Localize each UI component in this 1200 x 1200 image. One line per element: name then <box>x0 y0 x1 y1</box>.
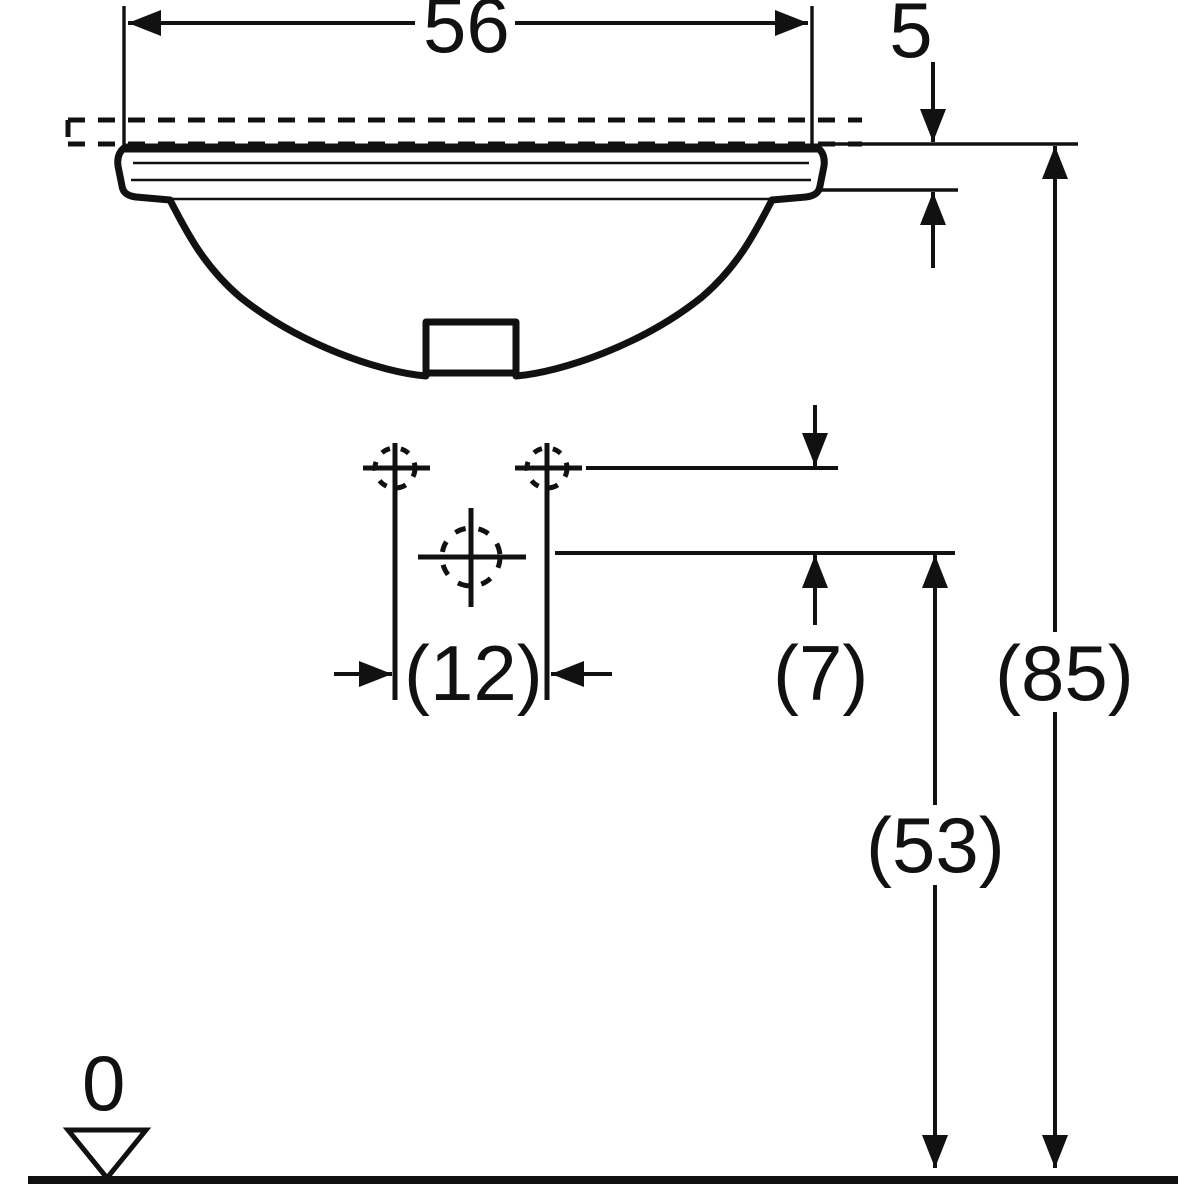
tap-hole-left-circle <box>372 445 418 491</box>
tap-hole-detail-group <box>363 443 582 700</box>
dimension-total-height-85: (85) <box>995 146 1134 1168</box>
dimension-label-rim-height: 5 <box>889 0 932 74</box>
basin-outer-profile <box>114 144 828 380</box>
dimension-depth-53: (53) <box>866 555 1005 1168</box>
dimension-width-56: 56 <box>122 0 814 152</box>
reference-lines-group <box>555 466 955 555</box>
dimension-tap-gap-12: (12) <box>334 629 612 717</box>
datum-triangle-icon <box>62 1127 152 1182</box>
tap-hole-right-circle <box>524 445 570 491</box>
dimension-label-depth: (53) <box>866 801 1005 889</box>
dimension-label-total-height: (85) <box>995 629 1134 717</box>
basin-outline-group <box>65 117 862 380</box>
dimension-label-width: 56 <box>423 0 510 69</box>
datum-label-zero: 0 <box>82 1039 125 1127</box>
countertop-cutout-hidden-line <box>65 117 862 147</box>
dimension-label-tap-gap: (12) <box>404 629 543 717</box>
datum-marker-group: 0 <box>28 1039 1178 1184</box>
dimension-label-overflow: (7) <box>773 629 868 717</box>
overflow-circle <box>439 525 503 589</box>
dimension-overflow-7: (7) <box>773 405 868 717</box>
dimension-rim-height-5: 5 <box>818 0 1078 268</box>
